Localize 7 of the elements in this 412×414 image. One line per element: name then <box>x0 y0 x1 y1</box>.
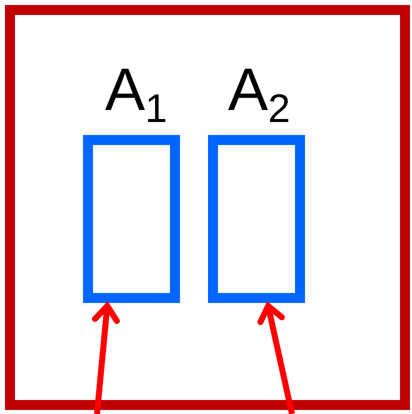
variable-label: A$_{1}$ <box>105 55 168 125</box>
region-outline <box>83 135 180 303</box>
arrow <box>257 303 295 414</box>
arrow <box>92 303 120 414</box>
variable-label: A$_{2}$ <box>228 55 290 125</box>
region-outline <box>208 135 305 303</box>
boundary-frame <box>5 5 410 410</box>
